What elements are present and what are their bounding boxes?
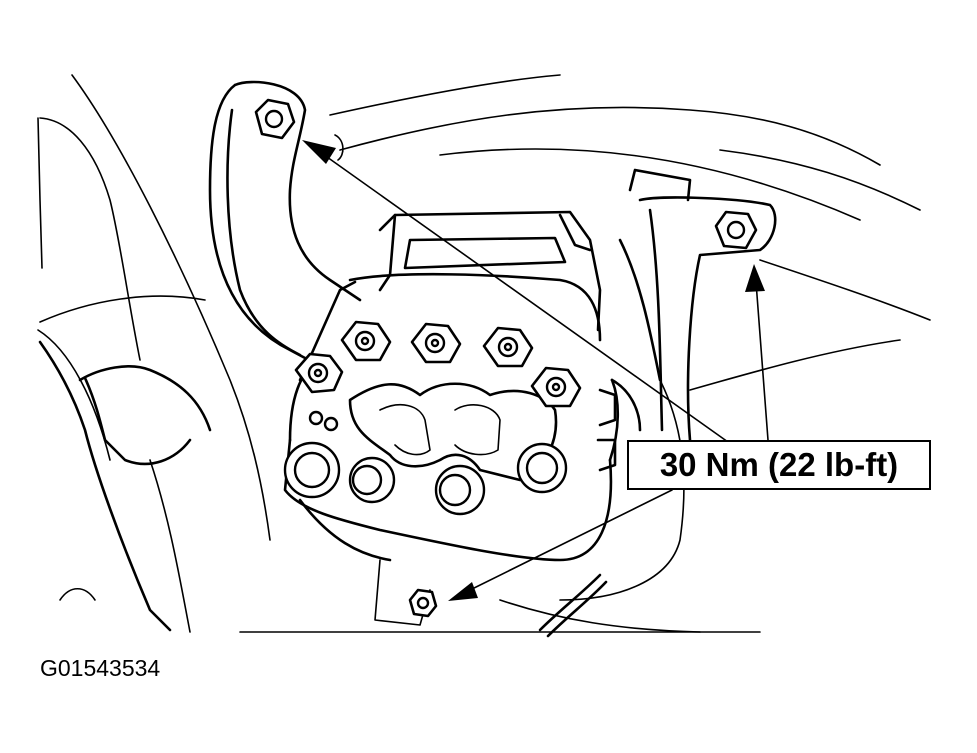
brake-line-fitting-icon (410, 322, 462, 364)
arrow-icon (448, 582, 478, 601)
brake-line-fitting-icon (340, 320, 392, 362)
brake-line-fittings (294, 320, 582, 432)
abs-hydraulic-unit (283, 210, 642, 626)
brake-line-fitting-icon (530, 366, 582, 408)
wiring-harness (538, 573, 608, 638)
torque-leader-arrows (302, 140, 769, 601)
mounting-nut-icon (254, 98, 296, 140)
brake-line-fitting-icon (294, 352, 344, 394)
torque-specification-label: 30 Nm (22 lb-ft) (627, 440, 931, 490)
vehicle-body-outline (37, 74, 931, 633)
mounting-bracket-right (559, 168, 777, 601)
hydraulic-ports (283, 441, 568, 516)
mounting-bracket-left (208, 80, 362, 360)
arrow-icon (302, 140, 336, 164)
arrow-icon (745, 264, 765, 292)
brake-line-fitting-icon (482, 326, 534, 368)
mounting-nut-icon (408, 588, 438, 618)
mounting-nut-icon (714, 210, 758, 250)
figure-id: G01543534 (40, 655, 161, 681)
